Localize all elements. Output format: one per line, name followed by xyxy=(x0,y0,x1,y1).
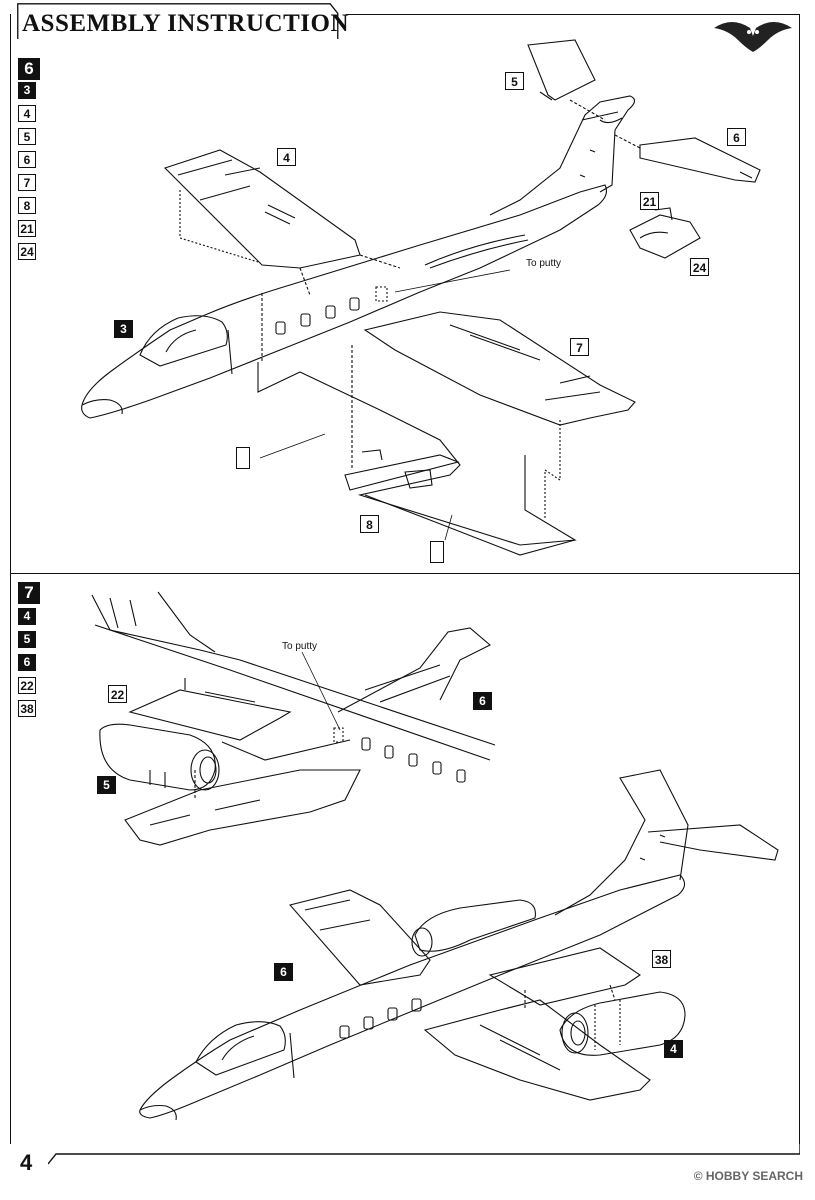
callout-part-24: 24 xyxy=(690,258,709,276)
watermark: © HOBBY SEARCH xyxy=(693,1169,803,1183)
wing-part-4 xyxy=(163,149,401,296)
callout-part-5: 5 xyxy=(97,776,116,794)
step-7-parts: 4 5 6 22 38 xyxy=(18,608,40,723)
part-list-item: 3 xyxy=(18,82,36,99)
part-list-item: 8 xyxy=(18,197,36,214)
part-list-item: 24 xyxy=(18,243,36,260)
step-6-fuselage xyxy=(81,95,636,419)
callout-part-7: 7 xyxy=(570,338,589,356)
step-number: 6 xyxy=(18,58,40,80)
footer-tab xyxy=(48,1144,800,1165)
belly-part-8 xyxy=(257,345,577,556)
putty-note: To putty xyxy=(526,258,562,269)
callout-part-4: 4 xyxy=(277,148,296,166)
callout-part-5: 5 xyxy=(505,72,524,90)
wing-part-7 xyxy=(363,311,636,520)
top-border xyxy=(346,14,800,15)
page-frame xyxy=(10,14,800,1144)
callout-part-6: 6 xyxy=(727,128,746,146)
part-list-item: 4 xyxy=(18,105,36,122)
part-list-item: 22 xyxy=(18,677,36,694)
part-list-item: 6 xyxy=(18,654,36,671)
page-number: 4 xyxy=(20,1150,33,1175)
callout-part-21: 21 xyxy=(640,192,659,210)
glue-symbol-icon xyxy=(236,447,250,469)
callout-part-38: 38 xyxy=(652,950,671,968)
putty-note: To putty xyxy=(282,641,318,652)
callout-part-22: 22 xyxy=(108,685,127,703)
part-list-item: 6 xyxy=(18,151,36,168)
glue-symbol-icon xyxy=(430,541,444,563)
callout-part-8: 8 xyxy=(360,515,379,533)
owl-logo-icon xyxy=(714,22,792,52)
callout-part-6: 6 xyxy=(274,963,293,981)
step-divider xyxy=(10,573,800,574)
callout-part-4: 4 xyxy=(664,1040,683,1058)
step-7-full-plane xyxy=(139,769,779,1121)
step-7-detail xyxy=(91,591,496,846)
callout-part-6: 6 xyxy=(473,692,492,710)
part-list-item: 21 xyxy=(18,220,36,237)
part-list-item: 38 xyxy=(18,700,36,717)
part-list-item: 5 xyxy=(18,128,36,145)
step-6-parts: 3 4 5 6 7 8 21 24 xyxy=(18,82,40,266)
page-title: ASSEMBLY INSTRUCTION xyxy=(22,10,349,37)
part-list-item: 4 xyxy=(18,608,36,625)
part-list-item: 7 xyxy=(18,174,36,191)
tail-parts xyxy=(527,39,761,259)
step-number: 7 xyxy=(18,582,40,604)
part-list-item: 5 xyxy=(18,631,36,648)
callout-part-3: 3 xyxy=(114,320,133,338)
title-tab xyxy=(17,3,339,40)
